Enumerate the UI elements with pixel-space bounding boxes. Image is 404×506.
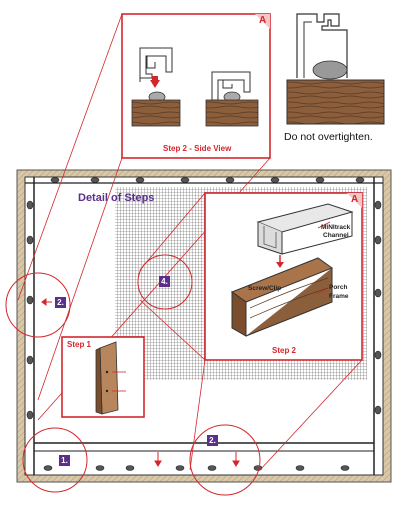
overtighten-detail — [286, 13, 385, 125]
frame-screws — [26, 177, 382, 471]
porch-label-2: Frame — [329, 293, 349, 300]
step1-title: Step 1 — [67, 340, 92, 349]
detail-title: Detail of Steps — [78, 192, 155, 204]
side-view-title: Step 2 - Side View — [163, 144, 232, 153]
screw-label: Screw/Clip — [248, 285, 282, 292]
direction-arrows — [41, 298, 240, 467]
side-view-badge: A — [259, 15, 267, 26]
channel-label-2: Channel — [323, 232, 349, 239]
step-badge-bottom-mid: 2. — [207, 435, 218, 446]
step-badge-center: 4. — [159, 276, 170, 287]
step1-callout — [61, 336, 145, 418]
step2-title: Step 2 — [272, 346, 297, 355]
step-badge-left: 2. — [55, 297, 66, 308]
highlight-circles — [5, 254, 261, 496]
step2-callout — [204, 192, 363, 361]
porch-label-1: Porch — [329, 284, 348, 291]
overtighten-caption: Do not overtighten. — [284, 131, 373, 143]
step2-badge: A — [351, 194, 359, 205]
channel-label-1: MINItrack — [321, 224, 351, 231]
step-badge-bottom-left: 1. — [59, 455, 70, 466]
side-view-callout — [121, 13, 271, 159]
